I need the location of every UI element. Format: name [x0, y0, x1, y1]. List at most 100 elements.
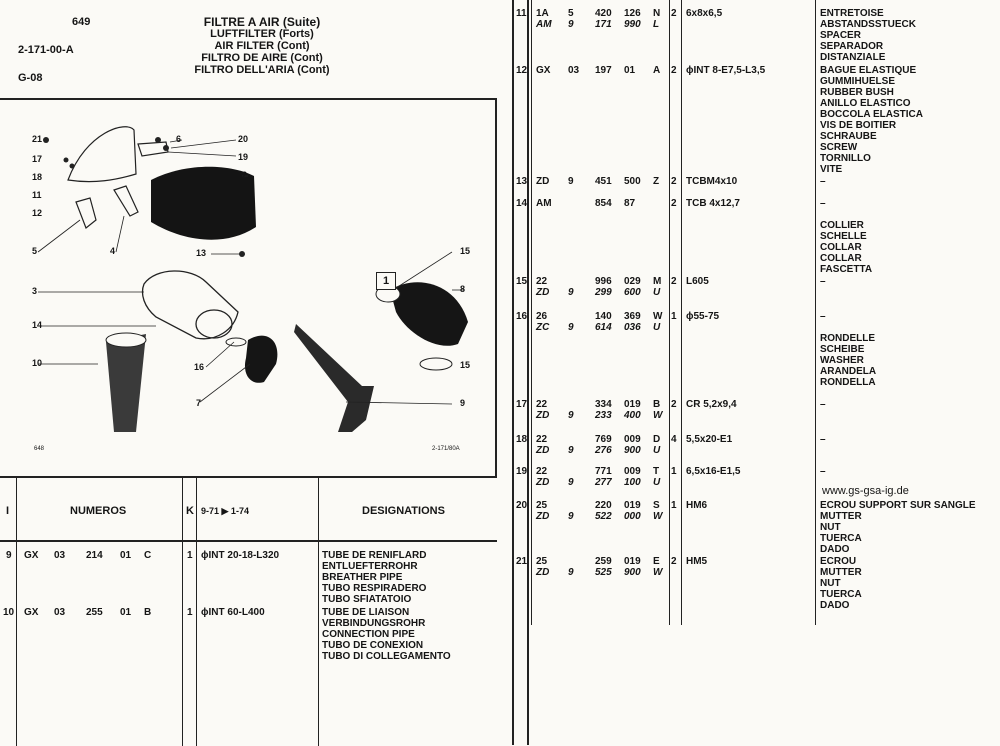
part-number-field: 299	[595, 287, 612, 298]
callout-12: 12	[32, 208, 43, 218]
header-divider	[0, 98, 497, 100]
col-header-k: K	[186, 505, 194, 517]
item-number: 10	[3, 607, 15, 618]
dimension: ϕ55-75	[686, 311, 720, 322]
designation-line: WASHER	[820, 355, 864, 366]
desc-es: TUBO RESPIRADERO	[322, 583, 427, 594]
description-block: TUBE DE RENIFLARD ENTLUEFTERROHR BREATHE…	[322, 550, 426, 605]
designation-line: COLLAR	[820, 253, 862, 264]
designation-line: DISTANZIALE	[820, 52, 886, 63]
designation-line: GUMMIHUELSE	[820, 76, 895, 87]
part-number-field: 009	[624, 466, 641, 477]
part-num: 255	[86, 607, 103, 618]
part-number-field: 400	[624, 410, 641, 421]
designation-line: SCREW	[820, 142, 858, 153]
dimension: TCB 4x12,7	[686, 198, 740, 209]
part-number-field: 769	[595, 434, 612, 445]
part-number-field: 276	[595, 445, 612, 456]
designation-line: –	[820, 198, 826, 209]
designation-line: SCHRAUBE	[820, 131, 877, 142]
callout-20: 20	[238, 134, 249, 144]
part-number-field: 03	[568, 65, 580, 76]
designation-line: –	[820, 466, 826, 477]
part-number-field: 000	[624, 511, 641, 522]
callout-8: 8	[460, 284, 466, 294]
callout-16: 16	[194, 362, 205, 372]
part-number-field: 87	[624, 198, 636, 209]
designation-line: ECROU SUPPORT SUR SANGLE	[820, 500, 976, 511]
part-number-field: 277	[595, 477, 612, 488]
quantity: 1	[187, 550, 193, 561]
designation-line: –	[820, 176, 826, 187]
part-number-field: 600	[624, 287, 641, 298]
designation-line: COLLIER	[820, 220, 864, 231]
item-number: 20	[516, 500, 528, 511]
part-number-field: W	[653, 511, 663, 522]
callout-18: 18	[32, 172, 43, 182]
part-number-field: Z	[653, 176, 660, 187]
quantity: 2	[671, 65, 677, 76]
designation-line: RUBBER BUSH	[820, 87, 894, 98]
item-number: 16	[516, 311, 528, 322]
part-number-field: 9	[568, 445, 574, 456]
callout-9: 9	[460, 398, 466, 408]
page-number: 649	[72, 16, 91, 28]
part-number-field: E	[653, 556, 660, 567]
part-number-field: 9	[568, 287, 574, 298]
part-number-field: 1A	[536, 8, 549, 19]
part-letter: C	[144, 550, 152, 561]
callout-14: 14	[32, 320, 43, 330]
part-number-field: 26	[536, 311, 548, 322]
desc-de: VERBINDUNGSROHR	[322, 618, 426, 629]
part-number-field: 22	[536, 399, 548, 410]
part-number-field: W	[653, 567, 663, 578]
part-number-field: 500	[624, 176, 641, 187]
quantity: 2	[671, 276, 677, 287]
part-number-field: 019	[624, 500, 641, 511]
part-number-field: ZC	[536, 322, 550, 333]
quantity: 4	[671, 434, 677, 445]
callout-13: 13	[196, 248, 207, 258]
designation-line: TUERCA	[820, 589, 862, 600]
drawing-reference: 2-171/80A	[432, 446, 460, 452]
table-col-line-2	[182, 478, 183, 746]
desc-de: ENTLUEFTERROHR	[322, 561, 418, 572]
title-fr: FILTRE A AIR (Suite)	[203, 15, 321, 29]
part-number-field: 25	[536, 500, 548, 511]
designation-line: –	[820, 399, 826, 410]
dimension: 6,5x16-E1,5	[686, 466, 741, 477]
part-number-field: ZD	[536, 176, 550, 187]
part-num: 214	[86, 550, 103, 561]
part-number-field: 369	[624, 311, 641, 322]
desc-fr: TUBE DE RENIFLARD	[322, 550, 427, 561]
part-number-field: ZD	[536, 445, 550, 456]
desc-fr: TUBE DE LIAISON	[322, 607, 410, 618]
quantity: 2	[671, 556, 677, 567]
part-number-field: 9	[568, 176, 574, 187]
part-code: 03	[54, 550, 66, 561]
air-filter-drawing	[37, 126, 468, 432]
part-number-field: 5	[568, 8, 574, 19]
desc-it: TUBO DI COLLEGAMENTO	[322, 651, 451, 662]
part-number-field: 451	[595, 176, 612, 187]
part-number-field: U	[653, 477, 661, 488]
dimension: ϕINT 8-E7,5-L3,5	[686, 65, 766, 76]
title-en: AIR FILTER (Cont)	[214, 40, 310, 52]
part-number-field: 9	[568, 567, 574, 578]
callout-2: 2	[242, 170, 248, 180]
part-number-field: 771	[595, 466, 612, 477]
part-number-field: L	[653, 19, 660, 30]
right-col-item-line	[531, 0, 532, 625]
col-header-numeros: NUMEROS	[70, 505, 127, 517]
part-number-field: AM	[536, 198, 552, 209]
part-number-field: U	[653, 287, 661, 298]
desc-it: TUBO SFIATATOIO	[322, 594, 412, 605]
item-number: 19	[516, 466, 528, 477]
designation-line: –	[820, 434, 826, 445]
part-prefix: GX	[24, 607, 39, 618]
part-number-field: 9	[568, 19, 574, 30]
part-number-field: 259	[595, 556, 612, 567]
col-header-dates: 9-71 ▶ 1-74	[201, 506, 249, 516]
part-number-field: 140	[595, 311, 612, 322]
diagram-bottom-border	[0, 476, 497, 478]
